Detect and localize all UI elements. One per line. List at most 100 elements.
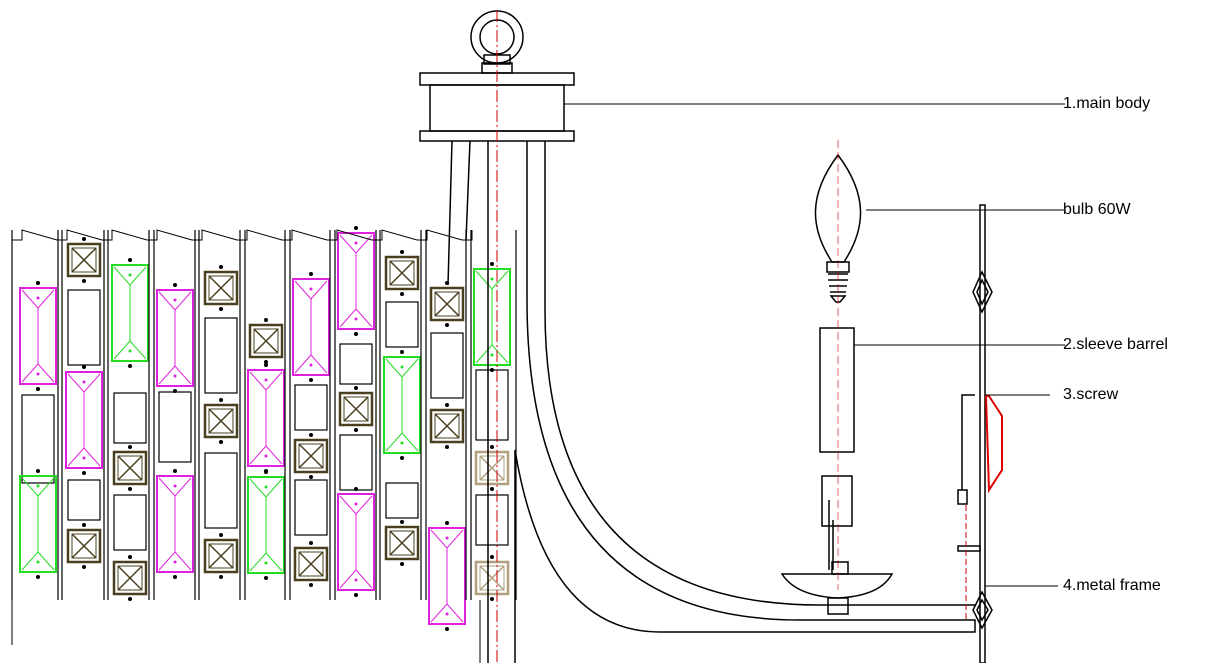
crystal-box-inner bbox=[117, 565, 143, 591]
crystal-dot bbox=[128, 273, 132, 277]
empty-cell bbox=[204, 452, 238, 529]
label-metal-frame: 4.metal frame bbox=[1063, 577, 1161, 594]
empty-cell bbox=[113, 392, 147, 444]
crystal-dot bbox=[128, 349, 132, 353]
crystal-facet bbox=[21, 289, 55, 383]
crystal-facet bbox=[294, 280, 328, 374]
crystal-dot bbox=[173, 298, 177, 302]
crystal-box-inner bbox=[434, 291, 460, 317]
crystal-dot bbox=[173, 374, 177, 378]
link-dot bbox=[36, 469, 40, 473]
ladder-rail bbox=[329, 230, 381, 600]
crystal-box-cross bbox=[298, 443, 324, 469]
crystal-dot bbox=[173, 484, 177, 488]
link-dot bbox=[309, 433, 313, 437]
ladder-rail bbox=[284, 230, 336, 600]
crystal-dot bbox=[264, 485, 268, 489]
crystal-prism bbox=[19, 475, 57, 573]
crystal-box-cross bbox=[117, 565, 143, 591]
crystal-box bbox=[293, 546, 329, 582]
crystal-box bbox=[203, 403, 239, 439]
crystal-prism bbox=[337, 493, 375, 591]
crystal-dot bbox=[264, 454, 268, 458]
link-dot bbox=[354, 226, 358, 230]
link-dot bbox=[400, 562, 404, 566]
crystal-prism bbox=[473, 268, 511, 366]
crystal-box bbox=[474, 560, 510, 596]
label-sleeve-barrel: 2.sleeve barrel bbox=[1063, 336, 1168, 353]
crystal-box-cross bbox=[434, 291, 460, 317]
crystal-dot bbox=[82, 380, 86, 384]
crystal-prism bbox=[111, 264, 149, 362]
crystal-box-cross bbox=[479, 455, 505, 481]
ladder-rail bbox=[103, 230, 155, 600]
crystal-dot bbox=[82, 456, 86, 460]
crystal-dot bbox=[309, 363, 313, 367]
label-screw: 3.screw bbox=[1063, 386, 1119, 403]
ladder-rail bbox=[420, 230, 472, 600]
link-dot bbox=[400, 456, 404, 460]
ladder-rail bbox=[148, 230, 200, 600]
link-dot bbox=[309, 475, 313, 479]
crystal-dot bbox=[400, 365, 404, 369]
crystal-box-inner bbox=[253, 328, 279, 354]
empty-cell bbox=[385, 301, 419, 348]
ladder-rail bbox=[375, 230, 427, 600]
link-dot bbox=[36, 387, 40, 391]
empty-cell bbox=[430, 332, 464, 399]
crystal-box bbox=[384, 255, 420, 291]
crystal-box-inner bbox=[208, 543, 234, 569]
crystal-box-cross bbox=[208, 408, 234, 434]
empty-cell bbox=[67, 479, 101, 521]
empty-cell bbox=[385, 482, 419, 519]
link-dot bbox=[36, 281, 40, 285]
top-edge bbox=[11, 229, 473, 241]
link-dot bbox=[219, 533, 223, 537]
crystal-box bbox=[66, 528, 102, 564]
link-dot bbox=[354, 428, 358, 432]
curved-arm bbox=[487, 141, 976, 663]
crystal-box-inner bbox=[434, 413, 460, 439]
ladder-rail bbox=[239, 230, 291, 600]
link-dot bbox=[400, 520, 404, 524]
crystal-box bbox=[203, 538, 239, 574]
link-dot bbox=[490, 445, 494, 449]
crystal-box-inner bbox=[479, 565, 505, 591]
crystal-dot bbox=[354, 241, 358, 245]
crystal-facet bbox=[67, 373, 101, 467]
crystal-facet bbox=[475, 270, 509, 364]
link-dot bbox=[490, 262, 494, 266]
crystal-facet bbox=[339, 495, 373, 589]
crystal-box-cross bbox=[389, 260, 415, 286]
link-dot bbox=[354, 386, 358, 390]
link-dot bbox=[82, 471, 86, 475]
crystal-box-cross bbox=[343, 396, 369, 422]
link-dot bbox=[264, 576, 268, 580]
crystal-box-cross bbox=[298, 551, 324, 577]
link-dot bbox=[309, 272, 313, 276]
ladder-rail bbox=[11, 230, 63, 600]
empty-cell bbox=[204, 317, 238, 394]
socket-assembly bbox=[780, 475, 894, 615]
link-dot bbox=[445, 445, 449, 449]
link-dot bbox=[82, 279, 86, 283]
crystal-box-cross bbox=[479, 565, 505, 591]
link-dot bbox=[400, 250, 404, 254]
label-main-body: 1.main body bbox=[1063, 95, 1151, 112]
crystal-box-inner bbox=[389, 260, 415, 286]
link-dot bbox=[173, 575, 177, 579]
link-dot bbox=[445, 521, 449, 525]
crystal-facet bbox=[385, 358, 419, 452]
crystal-box bbox=[429, 286, 465, 322]
crystal-prism bbox=[337, 232, 375, 330]
crystal-dot bbox=[490, 353, 494, 357]
crystal-dot bbox=[309, 287, 313, 291]
empty-cell bbox=[67, 289, 101, 366]
link-dot bbox=[82, 523, 86, 527]
link-dot bbox=[445, 627, 449, 631]
crystal-box bbox=[248, 323, 284, 359]
crystal-dot bbox=[36, 296, 40, 300]
crystal-box-inner bbox=[389, 530, 415, 556]
crystal-box bbox=[429, 408, 465, 444]
label-bulb: bulb 60W bbox=[1063, 201, 1131, 218]
